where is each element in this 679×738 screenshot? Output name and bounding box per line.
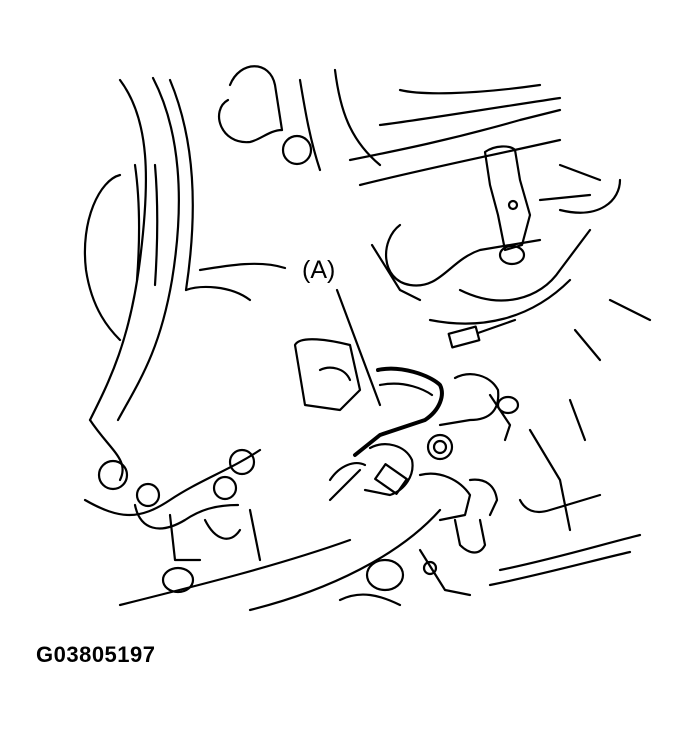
figure-code: G03805197 (36, 642, 156, 667)
pipe-clamp (483, 145, 622, 266)
callout-a-label: (A) (302, 256, 336, 284)
flange (97, 448, 442, 612)
bracket-a (328, 366, 520, 502)
upper-pipes (218, 65, 562, 187)
housing (83, 262, 362, 517)
callout-leader-line (335, 288, 382, 407)
curved-hose (370, 223, 592, 349)
right-lower (338, 298, 652, 607)
left-hoses (83, 76, 194, 422)
